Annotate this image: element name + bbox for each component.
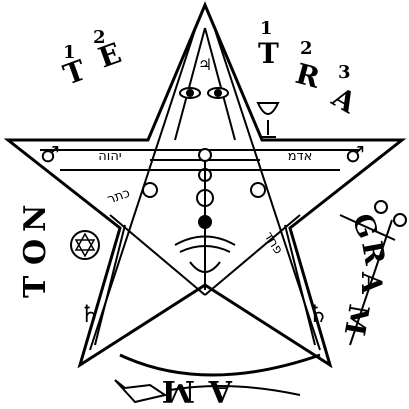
number-left-1: 1	[63, 42, 76, 63]
word-gram: G R A M	[338, 209, 392, 338]
letter-o-ton: O	[18, 239, 53, 265]
hebrew-kether: כתר	[106, 186, 133, 208]
saturn-symbol-left: ♄	[79, 300, 101, 328]
jupiter-symbol-top: ♃	[198, 55, 212, 74]
word-left: T E 1 2	[59, 27, 125, 92]
wand-icon	[339, 200, 407, 346]
number-right-3: 3	[338, 62, 351, 83]
letter-r-right: R	[292, 57, 324, 95]
pentagon-circles	[142, 148, 266, 198]
number-right-2: 2	[300, 38, 313, 59]
letter-m-bottom: M	[162, 373, 195, 408]
letter-t-right: T	[258, 37, 279, 70]
hexagram-seal-icon	[70, 230, 100, 260]
number-left-2: 2	[93, 27, 106, 48]
letter-n-ton: N	[18, 205, 53, 232]
sword-icon	[114, 379, 301, 404]
letter-a-bottom: A	[208, 373, 233, 408]
letter-g: G	[345, 209, 384, 243]
number-right-1: 1	[260, 18, 273, 39]
caduceus-icon	[174, 160, 236, 290]
letter-r: R	[355, 238, 392, 267]
chalice-icon	[256, 102, 280, 138]
mars-symbol-left: ♂	[40, 143, 60, 168]
eyes-icon	[179, 87, 229, 99]
letter-m: M	[338, 302, 376, 338]
word-ton: T O N	[18, 205, 53, 298]
hebrew-adam: אדמ	[288, 149, 313, 164]
saturn-symbol-right: ♄	[307, 300, 329, 328]
word-ma: M A	[162, 373, 233, 408]
letter-a: A	[355, 271, 388, 295]
mars-symbol-right: ♂	[345, 143, 365, 168]
letter-t-ton: T	[18, 275, 53, 298]
hebrew-yhvh: יהוה	[98, 149, 122, 164]
crescent-icon	[119, 353, 321, 377]
letter-a-right: A	[326, 80, 363, 121]
